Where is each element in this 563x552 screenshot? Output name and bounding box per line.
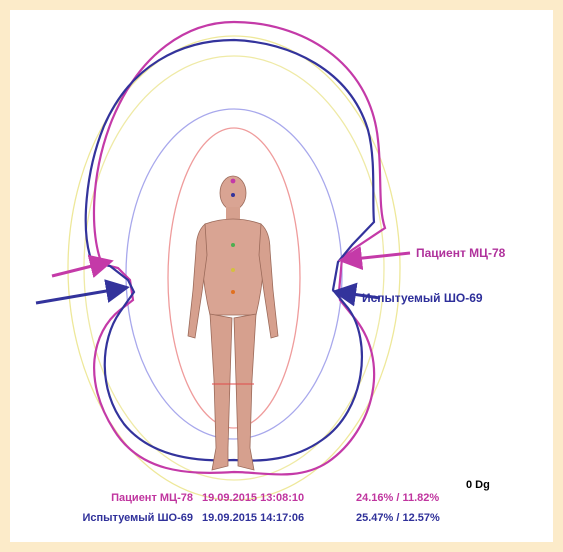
patient-arrow-left (52, 262, 108, 276)
subject-label: Испытуемый ШО-69 (362, 291, 483, 305)
legend-name: Пациент МЦ-78 (111, 492, 193, 504)
chakra-solar-marker (231, 268, 235, 272)
human-figure (188, 176, 278, 470)
orientation-label: 0 Dg (466, 479, 490, 491)
legend-percent: 24.16% / 11.82% (356, 492, 439, 504)
legend-percent: 25.47% / 12.57% (356, 512, 440, 524)
figure-right-leg (234, 314, 256, 470)
legend-datetime: 19.09.2015 13:08:10 (202, 492, 304, 504)
figure-torso (202, 219, 264, 315)
chakra-sacral-marker (231, 290, 235, 294)
legend-name: Испытуемый ШО-69 (82, 512, 193, 524)
legend-datetime: 19.09.2015 14:17:06 (202, 512, 304, 524)
subject-arrow-left (36, 288, 124, 303)
chakra-crown-marker (231, 179, 236, 184)
chakra-brow-marker (231, 193, 235, 197)
patient-label: Пациент МЦ-78 (416, 246, 505, 260)
chakra-heart-marker (231, 243, 235, 247)
legend-row-subject: Испытуемый ШО-69 19.09.2015 14:17:06 25.… (0, 512, 563, 528)
figure-left-leg (210, 314, 232, 470)
legend-row-patient: Пациент МЦ-78 19.09.2015 13:08:10 24.16%… (0, 492, 563, 508)
